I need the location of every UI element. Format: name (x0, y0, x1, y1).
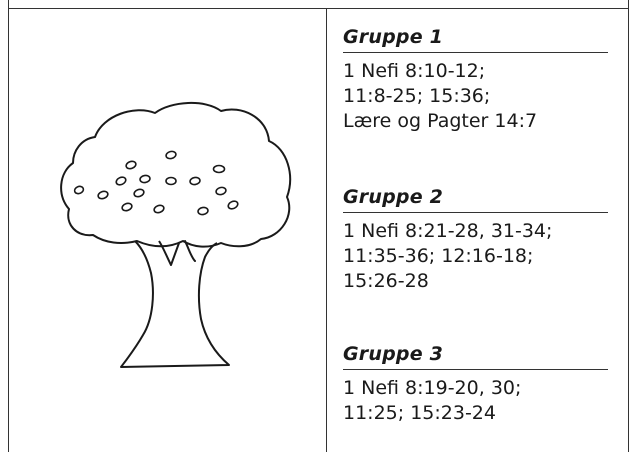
reference-line: 1 Nefi 8:19-20, 30; (343, 377, 522, 399)
reference-line: 11:8-25; 15:36; (343, 85, 491, 107)
column-divider (326, 8, 327, 452)
illustration-panel (9, 9, 326, 452)
fruit (165, 150, 177, 160)
frame-top-border (8, 8, 629, 9)
tree-branch-notch (158, 240, 180, 266)
group-1: Gruppe 1 1 Nefi 8:10-12; 11:8-25; 15:36;… (343, 25, 608, 134)
fruit (115, 176, 127, 186)
reference-line: Lære og Pagter 14:7 (343, 110, 538, 132)
reference-line: 11:35-36; 12:16-18; (343, 245, 534, 267)
scripture-references: 1 Nefi 8:21-28, 31-34; 11:35-36; 12:16-1… (343, 219, 608, 294)
group-2: Gruppe 2 1 Nefi 8:21-28, 31-34; 11:35-36… (343, 185, 608, 294)
tree-trunk (120, 240, 230, 368)
group-3: Gruppe 3 1 Nefi 8:19-20, 30; 11:25; 15:2… (343, 342, 608, 426)
fruit (97, 190, 109, 200)
tree-branch-right (184, 240, 196, 262)
tree-with-fruit-icon (60, 101, 292, 368)
fruit (197, 206, 209, 216)
page-frame (8, 0, 629, 452)
group-title: Gruppe 2 (343, 185, 608, 213)
scripture-references: 1 Nefi 8:19-20, 30; 11:25; 15:23-24 (343, 376, 608, 426)
group-title: Gruppe 1 (343, 25, 608, 53)
fruit (165, 176, 177, 186)
fruit (215, 186, 227, 196)
fruit (125, 160, 137, 170)
tree-fruits (73, 150, 239, 216)
fruit (73, 185, 85, 195)
fruit (153, 204, 165, 214)
fruit (212, 164, 226, 174)
scripture-references: 1 Nefi 8:10-12; 11:8-25; 15:36; Lære og … (343, 59, 608, 134)
fruit (139, 174, 151, 184)
reference-line: 11:25; 15:23-24 (343, 402, 496, 424)
fruit (121, 202, 133, 212)
reference-line: 1 Nefi 8:21-28, 31-34; (343, 220, 553, 242)
tree-canopy (60, 101, 292, 248)
reference-line: 1 Nefi 8:10-12; (343, 60, 486, 82)
fruit (133, 188, 145, 198)
reading-groups-panel: Gruppe 1 1 Nefi 8:10-12; 11:8-25; 15:36;… (327, 9, 628, 452)
reference-line: 15:26-28 (343, 270, 429, 292)
fruit (189, 176, 201, 186)
fruit (227, 200, 239, 210)
group-title: Gruppe 3 (343, 342, 608, 370)
